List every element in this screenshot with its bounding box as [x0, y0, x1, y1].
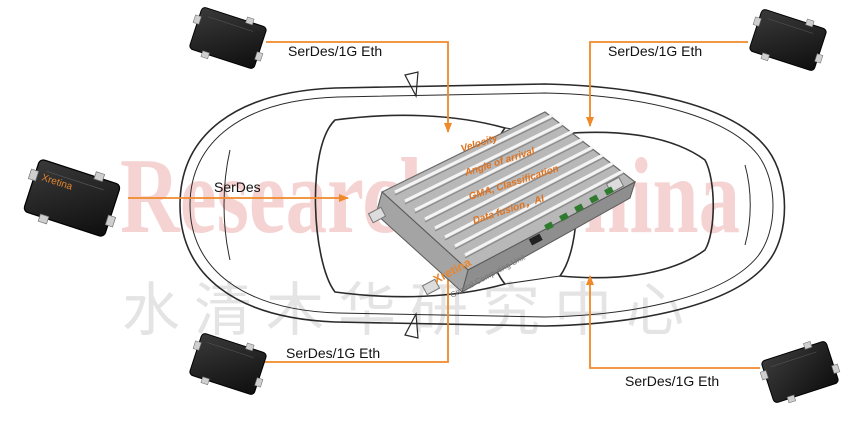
connection-lines — [128, 41, 760, 369]
heat-sink-fins — [394, 113, 624, 257]
label-left: SerDes — [214, 179, 261, 195]
label-rear-right: SerDes/1G Eth — [625, 373, 719, 389]
line-rear-right — [586, 275, 760, 369]
label-rear-left: SerDes/1G Eth — [286, 345, 380, 361]
ecu-connectors — [544, 186, 614, 231]
central-computing-unit: Velocity Angle of arrival GMA, Classific… — [367, 111, 637, 300]
line-front-right — [586, 41, 748, 127]
sensor-rear-right — [755, 335, 845, 409]
sensor-front-left — [183, 1, 273, 75]
line-rear-left — [258, 261, 452, 363]
label-front-left: SerDes/1G Eth — [288, 43, 382, 59]
sensor-front-right — [743, 3, 833, 77]
sensor-left: Xretina — [16, 151, 128, 245]
line-front-left — [266, 41, 452, 133]
label-front-right: SerDes/1G Eth — [608, 43, 702, 59]
watermark-chinese: 水清木华研究中心 — [122, 276, 698, 344]
